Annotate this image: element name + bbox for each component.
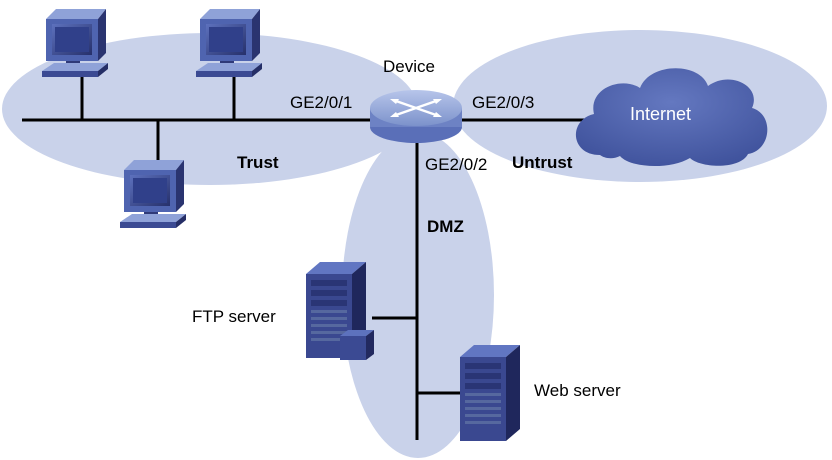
trust-port-label: GE2/0/1 [290, 93, 352, 112]
untrust-zone-label: Untrust [512, 153, 573, 172]
dmz-port-label: GE2/0/2 [425, 155, 487, 174]
ftp-server-label: FTP server [192, 307, 276, 326]
internet-cloud-icon [575, 68, 768, 167]
ftp-server-panel-icon [340, 330, 374, 360]
pc-2-icon [196, 9, 262, 77]
web-server-label: Web server [534, 381, 621, 400]
router-icon [370, 90, 462, 143]
pc-3-icon [120, 160, 186, 228]
pc-1-icon [42, 9, 108, 77]
untrust-port-label: GE2/0/3 [472, 93, 534, 112]
device-label: Device [383, 57, 435, 76]
trust-zone [2, 33, 418, 185]
internet-label: Internet [630, 104, 691, 124]
dmz-zone-label: DMZ [427, 217, 464, 236]
web-server-icon [460, 345, 520, 441]
trust-zone-label: Trust [237, 153, 279, 172]
